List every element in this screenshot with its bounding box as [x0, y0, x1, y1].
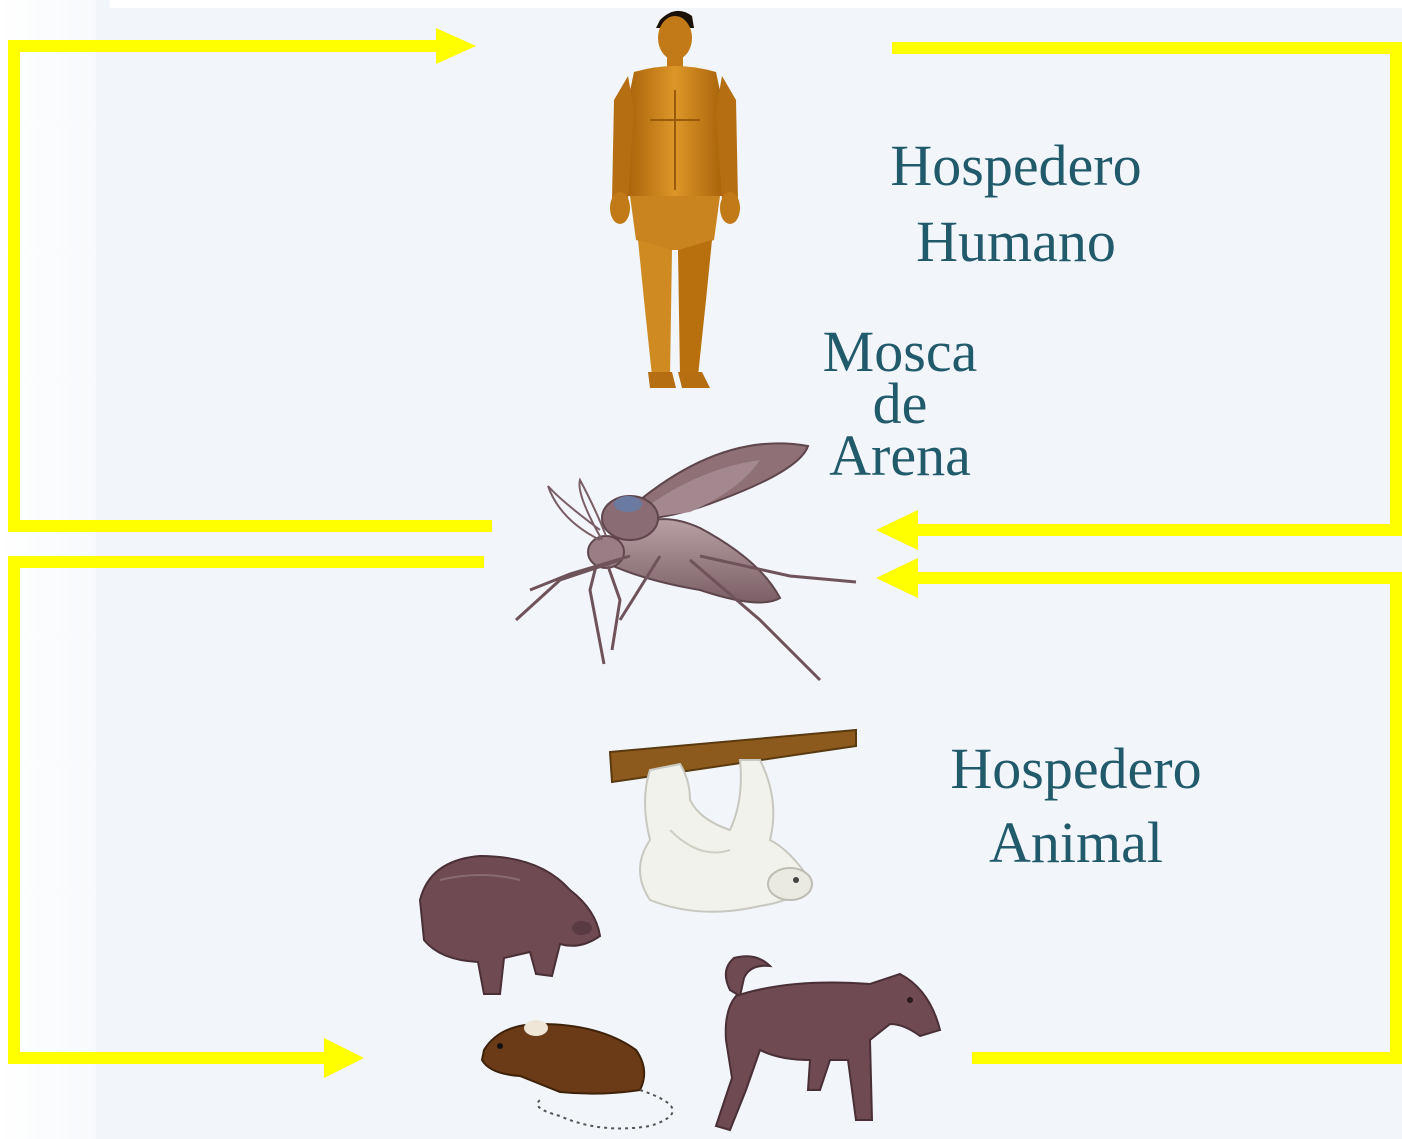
- arrow-loop-top-left: [8, 28, 492, 532]
- label-animal-host: Hospedero Animal: [926, 732, 1226, 880]
- label-animal-host-line2: Animal: [926, 806, 1226, 880]
- sloth-icon: [610, 730, 856, 912]
- rat-icon: [482, 1020, 673, 1128]
- label-human-host-line2: Humano: [866, 204, 1166, 280]
- opossum-icon: [420, 856, 600, 994]
- label-human-host-line1: Hospedero: [866, 128, 1166, 204]
- label-sandfly-line3: Arena: [800, 430, 1000, 482]
- dog-icon: [716, 956, 940, 1130]
- human-figure-icon: [610, 11, 740, 388]
- arrow-loop-bottom-left: [8, 556, 484, 1078]
- label-sandfly: Mosca de Arena: [800, 326, 1000, 482]
- label-animal-host-line1: Hospedero: [926, 732, 1226, 806]
- label-human-host: Hospedero Humano: [866, 128, 1166, 280]
